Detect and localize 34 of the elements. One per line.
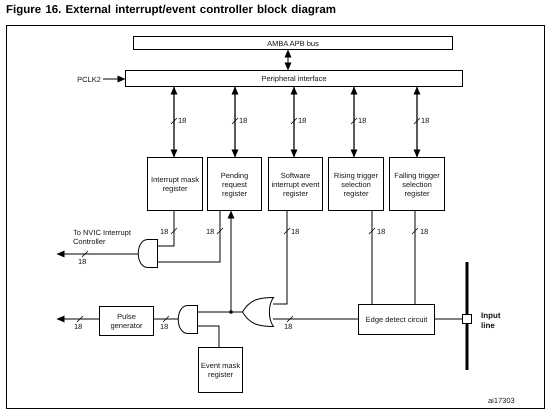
- block-box: [358, 304, 435, 335]
- arrow: [414, 86, 420, 158]
- block-box: [207, 157, 262, 211]
- arrow: [56, 316, 100, 322]
- and-gate-symbol: [138, 239, 158, 268]
- signal-line: [272, 318, 358, 320]
- input-line-bar: [462, 262, 472, 370]
- arrow: [102, 76, 126, 82]
- signal-line: [158, 210, 174, 246]
- block-box: [99, 306, 154, 336]
- block-box: [125, 70, 463, 87]
- arrow: [284, 50, 292, 70]
- block-box: [198, 347, 243, 393]
- signal-line: [154, 318, 178, 320]
- block-box: [389, 157, 445, 211]
- arrow: [350, 86, 358, 158]
- and-gate-symbol: [178, 305, 198, 334]
- arrow: [170, 86, 178, 158]
- signal-line: [198, 326, 220, 348]
- arrow: [290, 86, 298, 158]
- or-gate-symbol: [242, 297, 274, 327]
- figure-title: Figure 16. External interrupt/event controller block diagram: [6, 4, 336, 16]
- signal-line: [434, 318, 462, 320]
- signal-line: [414, 210, 416, 304]
- block-box: [133, 36, 453, 50]
- signal-label: Input line: [481, 311, 502, 331]
- arrow: [56, 250, 138, 258]
- signal-line: [158, 210, 220, 262]
- block-box: [268, 157, 323, 211]
- block-box: [147, 157, 203, 211]
- signal-line: [272, 210, 288, 304]
- arrow: [228, 210, 242, 312]
- arrow: [232, 86, 238, 158]
- block-box: [328, 157, 384, 211]
